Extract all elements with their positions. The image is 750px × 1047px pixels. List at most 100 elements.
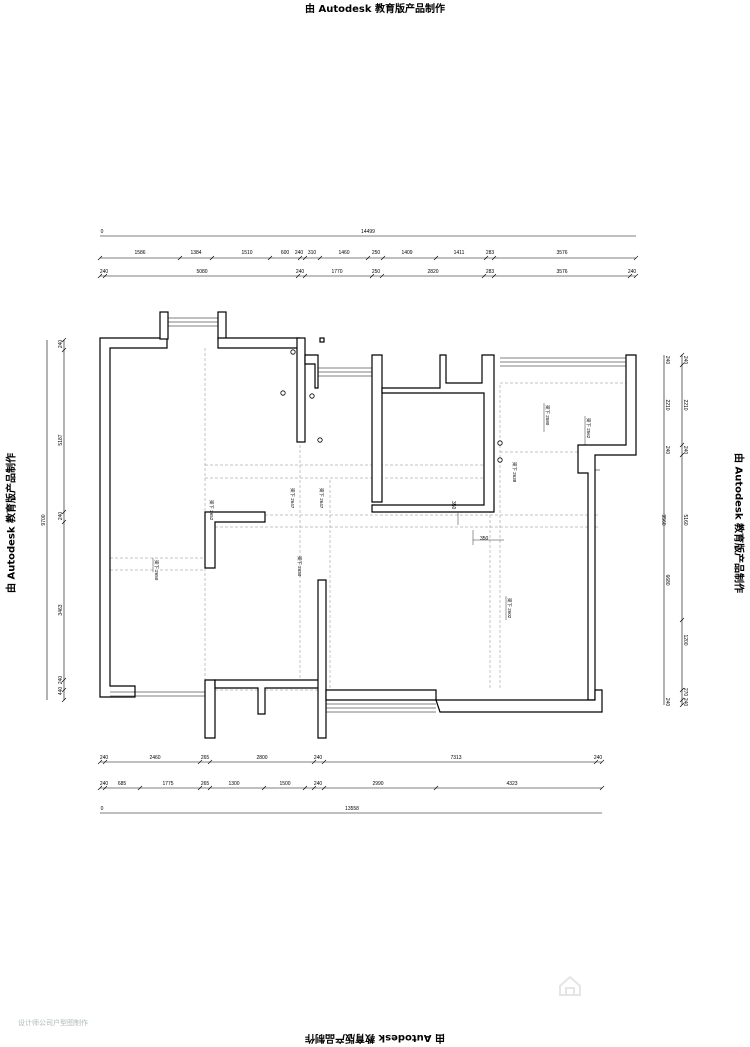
dimension-label: 1586 xyxy=(134,250,145,256)
dimension-label: 2820 xyxy=(427,269,438,275)
dimension-tick xyxy=(97,255,103,261)
autodesk-stamp-top: 由 Autodesk 教育版产品制作 xyxy=(304,4,445,15)
ceiling-annotations: 梁下 2650 梁下 2652 梁下 2647 梁下 2647 梁下 2630 … xyxy=(153,405,592,619)
dimension-tick xyxy=(61,697,67,703)
dimension-label: 0 xyxy=(101,229,104,235)
ceiling-label: 梁下 2580 xyxy=(544,405,551,426)
dimension-tick xyxy=(61,347,67,353)
dimension-label: 240 xyxy=(682,698,688,707)
annotation-leaders xyxy=(152,403,586,620)
pipe-markers xyxy=(280,349,503,463)
dimension-label: 1409 xyxy=(401,250,412,256)
dimension-350-vertical: 350 xyxy=(450,501,456,510)
dimension-label: 240 xyxy=(628,269,637,275)
dimension-label: 3463 xyxy=(58,604,64,615)
dimension-label: 240 xyxy=(100,781,109,787)
dimension-tick xyxy=(679,452,685,458)
dimension-total-left: 9700 xyxy=(41,514,47,525)
dimension-label: 1775 xyxy=(162,781,173,787)
beam-lines xyxy=(110,348,626,738)
dimension-tick xyxy=(102,759,108,765)
dimension-tick xyxy=(491,255,497,261)
dimension-tick xyxy=(321,785,327,791)
dimension-label: 1460 xyxy=(338,250,349,256)
dimension-tick xyxy=(365,255,371,261)
dimension-label: 240 xyxy=(664,698,670,707)
dimension-label: 6680 xyxy=(664,574,670,585)
dimension-label: 1300 xyxy=(228,781,239,787)
dimension-label: 265 xyxy=(201,755,210,761)
dimension-tick xyxy=(679,687,685,693)
ceiling-label: 梁下 2650 xyxy=(153,560,160,581)
dimension-label: 1411 xyxy=(454,250,465,256)
dimension-tick xyxy=(679,352,685,358)
dimension-tick xyxy=(369,273,375,279)
dimension-label: 240 xyxy=(682,356,688,365)
dimension-tick xyxy=(679,617,685,623)
dimension-tick xyxy=(197,785,203,791)
dimension-tick xyxy=(380,255,386,261)
dimension-label: 2210 xyxy=(682,399,688,410)
dimension-label: 240 xyxy=(664,446,670,455)
dimension-tick xyxy=(209,255,215,261)
dimension-tick xyxy=(599,759,605,765)
dimension-tick xyxy=(321,759,327,765)
dimension-label: 240 xyxy=(295,250,304,256)
dimension-tick xyxy=(137,785,143,791)
dimension-tick xyxy=(61,677,67,683)
dimension-tick xyxy=(679,362,685,368)
dimension-tick xyxy=(679,702,685,708)
dimension-tick xyxy=(207,759,213,765)
dimension-label: 240 xyxy=(100,269,109,275)
dimension-350-horizontal: 350 xyxy=(480,536,489,542)
dimension-tick xyxy=(483,255,489,261)
dimension-tick xyxy=(627,273,633,279)
dimension-tick xyxy=(679,442,685,448)
dimension-tick xyxy=(633,273,639,279)
dimension-tick xyxy=(97,785,103,791)
dimension-tick xyxy=(599,785,605,791)
windows xyxy=(110,317,626,713)
dimension-label: 240 xyxy=(664,356,670,365)
dimension-label: 1500 xyxy=(279,781,290,787)
dimension-tick xyxy=(102,785,108,791)
dimension-tick xyxy=(177,255,183,261)
dimension-label: 5160 xyxy=(682,514,688,525)
dimension-tick xyxy=(295,273,301,279)
dimension-tick xyxy=(207,785,213,791)
dimension-label: 240 xyxy=(100,755,109,761)
dimension-label: 3576 xyxy=(556,250,567,256)
ceiling-label: 梁下 2562 xyxy=(585,418,592,439)
dimension-tick xyxy=(311,759,317,765)
dimension-label: 240 xyxy=(682,446,688,455)
dimension-tick xyxy=(61,337,67,343)
dimension-label: 250 xyxy=(372,269,381,275)
dimension-tick xyxy=(97,273,103,279)
dimension-label: 440 xyxy=(58,687,64,696)
dimension-tick xyxy=(633,255,639,261)
house-logo-icon xyxy=(559,975,581,996)
dimension-tick xyxy=(102,273,108,279)
dimension-label: 3576 xyxy=(556,269,567,275)
dimension-label: 5080 xyxy=(196,269,207,275)
dimension-label: 2990 xyxy=(372,781,383,787)
dimension-label: 1200 xyxy=(682,634,688,645)
walls xyxy=(99,311,637,739)
dimension-tick xyxy=(481,273,487,279)
dimension-label: 7313 xyxy=(450,755,461,761)
ceiling-label: 梁下 2638 xyxy=(511,462,518,483)
dimension-label: 283 xyxy=(486,250,495,256)
dimension-label: 240 xyxy=(58,512,64,521)
dimension-label: 0 xyxy=(101,806,104,812)
dimension-tick xyxy=(197,759,203,765)
dimension-tick xyxy=(297,255,303,261)
dimension-label: 4323 xyxy=(506,781,517,787)
dimension-label: 283 xyxy=(486,269,495,275)
dimension-label: 310 xyxy=(308,250,317,256)
dimension-tick xyxy=(679,697,685,703)
dimension-label: 1770 xyxy=(331,269,342,275)
dimension-label: 2800 xyxy=(256,755,267,761)
dimension-tick xyxy=(593,759,599,765)
dimension-label: 240 xyxy=(58,340,64,349)
